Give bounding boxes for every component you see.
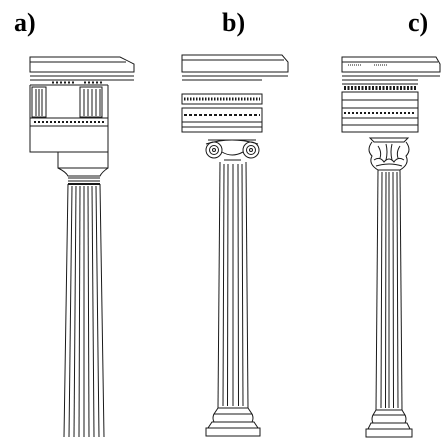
doric-architrave <box>30 118 108 152</box>
corinthian-architrave <box>342 108 418 132</box>
panel-label-b: b) <box>222 8 246 37</box>
panel-label-a: a) <box>14 8 36 37</box>
ionic-architrave <box>182 108 262 132</box>
corinthian-column <box>342 57 440 437</box>
ionic-base <box>206 408 260 436</box>
corinthian-base <box>366 410 412 437</box>
doric-column <box>30 57 134 437</box>
ionic-capital <box>206 140 259 160</box>
corinthian-cornice <box>342 57 440 80</box>
doric-cornice <box>30 57 134 85</box>
doric-frieze <box>30 85 108 118</box>
corinthian-shaft <box>376 170 402 410</box>
doric-shaft <box>64 184 104 437</box>
corinthian-frieze <box>342 84 418 108</box>
panel-label-c: c) <box>408 8 429 37</box>
corinthian-capital <box>369 138 409 170</box>
ionic-shaft <box>218 162 248 408</box>
ionic-cornice <box>182 55 288 108</box>
ionic-column <box>182 55 288 436</box>
doric-capital <box>58 152 108 184</box>
